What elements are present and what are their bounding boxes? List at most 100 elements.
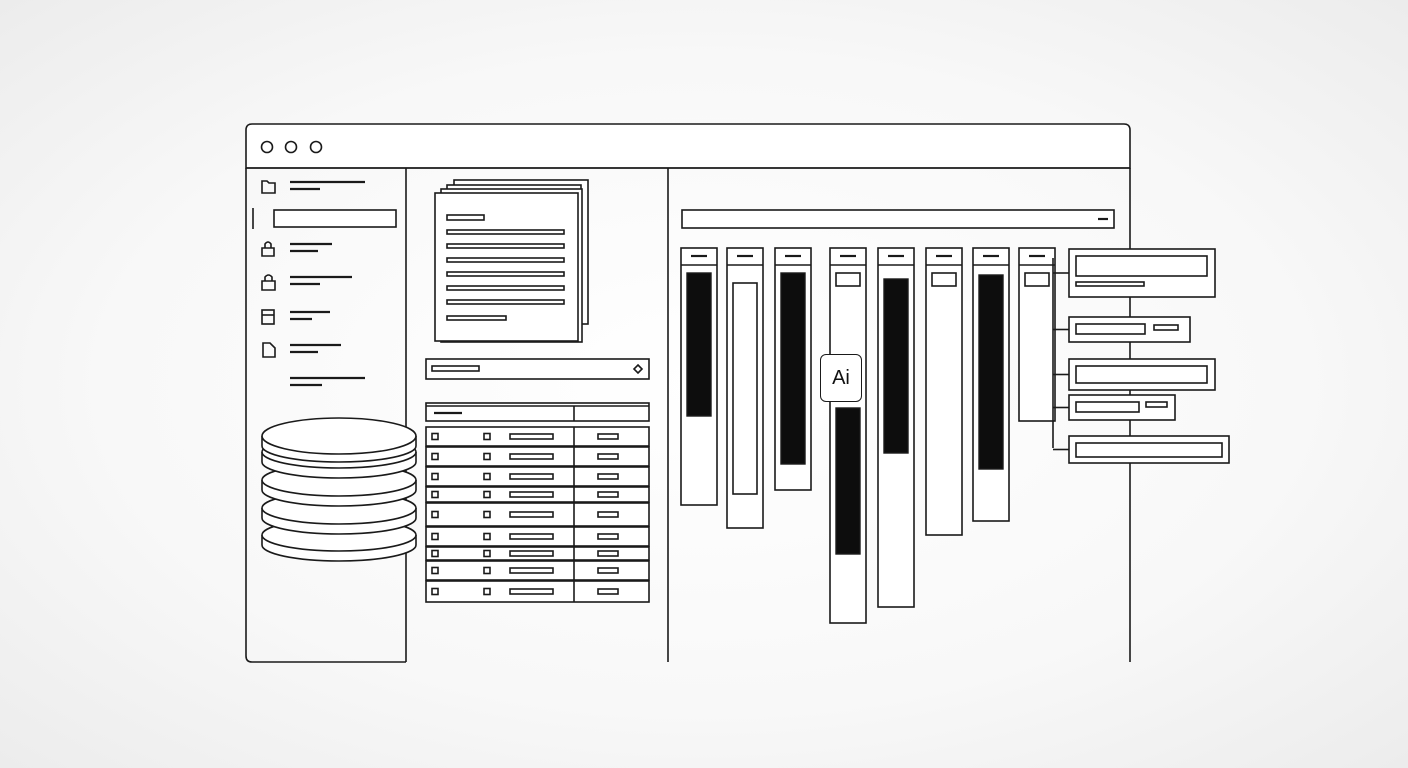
row-checkbox[interactable] <box>431 432 439 441</box>
column-fill <box>978 274 1004 470</box>
tree-node[interactable] <box>1053 358 1216 391</box>
row-status-icon <box>483 472 491 481</box>
tree-node[interactable] <box>1053 248 1216 298</box>
maximize-dot[interactable] <box>309 140 323 154</box>
row-cell-text <box>509 588 554 595</box>
sidebar-item-3[interactable] <box>261 241 332 257</box>
row-checkbox[interactable] <box>431 490 439 499</box>
sidebar-item-4[interactable] <box>261 274 352 291</box>
row-cell-text <box>509 533 554 540</box>
row-status-icon <box>483 510 491 519</box>
row-cell-text <box>597 550 619 557</box>
row-status-icon <box>483 587 491 596</box>
row-cell-text <box>597 473 619 480</box>
row-cell-text <box>597 588 619 595</box>
table-row[interactable] <box>425 502 650 527</box>
column-fill <box>835 407 861 555</box>
kanban-column[interactable] <box>925 247 963 536</box>
top-search-bar[interactable] <box>681 209 1115 229</box>
sidebar-item-2[interactable] <box>252 208 397 229</box>
table-row[interactable] <box>425 466 650 487</box>
row-cell-text <box>509 550 554 557</box>
row-checkbox[interactable] <box>431 549 439 558</box>
row-status-icon <box>483 566 491 575</box>
kanban-board <box>680 247 1056 624</box>
row-cell-text <box>509 511 554 518</box>
kanban-column[interactable] <box>1018 247 1056 422</box>
window-icon <box>261 309 275 325</box>
row-checkbox[interactable] <box>431 587 439 596</box>
column-fill <box>686 272 712 417</box>
row-checkbox[interactable] <box>431 566 439 575</box>
row-checkbox[interactable] <box>431 452 439 461</box>
row-checkbox[interactable] <box>431 532 439 541</box>
right-panel <box>680 209 1230 624</box>
database-icon <box>261 417 417 562</box>
column-card[interactable] <box>931 272 957 287</box>
table-row[interactable] <box>425 580 650 603</box>
file-icon <box>262 342 276 358</box>
row-status-icon <box>483 490 491 499</box>
window-left-border <box>245 168 406 663</box>
bag-icon <box>261 274 276 291</box>
kanban-column[interactable] <box>774 247 812 491</box>
lock-icon <box>261 241 275 257</box>
tree-node[interactable] <box>1053 316 1191 343</box>
tree-panel <box>1052 248 1230 464</box>
kanban-column[interactable] <box>877 247 915 608</box>
document-stack[interactable] <box>434 179 589 343</box>
row-cell-text <box>597 511 619 518</box>
column-fill <box>732 282 758 495</box>
row-cell-text <box>509 453 554 460</box>
kanban-column[interactable] <box>972 247 1010 522</box>
row-cell-text <box>509 491 554 498</box>
row-cell-text <box>597 567 619 574</box>
row-checkbox[interactable] <box>431 510 439 519</box>
table-row[interactable] <box>425 426 650 447</box>
row-cell-text <box>509 567 554 574</box>
ai-badge[interactable]: Ai <box>820 354 862 402</box>
column-card[interactable] <box>835 272 861 287</box>
sidebar-item-7[interactable] <box>290 376 365 387</box>
tree-node[interactable] <box>1053 394 1176 421</box>
sidebar-item-6[interactable] <box>262 342 341 358</box>
middle-panel <box>425 179 650 603</box>
row-cell-text <box>597 453 619 460</box>
folder-icon <box>261 180 276 194</box>
row-cell-text <box>597 533 619 540</box>
sidebar-item-1[interactable] <box>261 180 365 194</box>
row-status-icon <box>483 432 491 441</box>
column-card[interactable] <box>1024 272 1050 287</box>
table-header <box>425 402 650 422</box>
kanban-column[interactable] <box>726 247 764 529</box>
table-row[interactable] <box>425 546 650 561</box>
chevron-down-icon <box>632 363 644 375</box>
kanban-column[interactable] <box>680 247 718 506</box>
sidebar-item-5[interactable] <box>261 309 330 325</box>
row-cell-text <box>509 433 554 440</box>
table-row[interactable] <box>425 486 650 503</box>
row-checkbox[interactable] <box>431 472 439 481</box>
column-fill <box>780 272 806 465</box>
row-status-icon <box>483 549 491 558</box>
sidebar <box>252 180 417 562</box>
kanban-column[interactable] <box>829 247 867 624</box>
column-fill <box>883 278 909 454</box>
dropdown-select[interactable] <box>425 358 650 380</box>
row-cell-text <box>597 491 619 498</box>
table-row[interactable] <box>425 526 650 547</box>
title-bar <box>245 123 1131 169</box>
row-status-icon <box>483 452 491 461</box>
sidebar-search-input[interactable] <box>273 209 397 228</box>
row-status-icon <box>483 532 491 541</box>
data-table <box>425 402 650 603</box>
row-cell-text <box>597 433 619 440</box>
close-dot[interactable] <box>260 140 274 154</box>
minimize-dot[interactable] <box>284 140 298 154</box>
row-cell-text <box>509 473 554 480</box>
table-row[interactable] <box>425 446 650 467</box>
tree-node[interactable] <box>1053 435 1230 464</box>
ai-badge-label: Ai <box>832 366 850 389</box>
table-row[interactable] <box>425 560 650 581</box>
